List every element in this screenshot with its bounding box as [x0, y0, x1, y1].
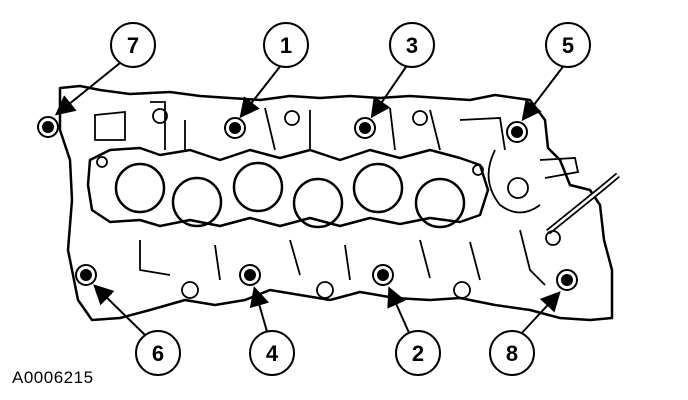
port-2	[171, 176, 223, 228]
bolt-3	[354, 117, 376, 139]
callouts: 7 1 3 5 6 4 2 8	[110, 22, 591, 376]
svg-text:6: 6	[152, 341, 164, 366]
port-4	[292, 177, 344, 229]
port-3	[232, 161, 284, 213]
svg-text:1: 1	[280, 33, 292, 58]
callout-2: 2	[395, 330, 441, 376]
callout-1: 1	[263, 22, 309, 68]
bolts	[37, 116, 578, 291]
bolt-6	[75, 264, 97, 286]
callout-7: 7	[110, 22, 156, 68]
callout-8: 8	[489, 330, 535, 376]
svg-text:2: 2	[412, 341, 424, 366]
port-1	[114, 162, 166, 214]
callout-3: 3	[389, 22, 435, 68]
manifold-body	[58, 84, 614, 322]
leader-lines	[54, 62, 566, 336]
bolt-4	[239, 264, 261, 286]
port-6	[414, 177, 466, 229]
bolt-8	[556, 269, 578, 291]
callout-4: 4	[249, 330, 295, 376]
intake-ports	[114, 161, 466, 229]
figure-id: A0006215	[12, 368, 94, 387]
port-5	[352, 162, 404, 214]
casting-details	[94, 101, 620, 299]
bolt-5	[506, 121, 528, 143]
bolt-1	[224, 117, 246, 139]
svg-text:7: 7	[127, 33, 139, 58]
svg-text:8: 8	[506, 341, 518, 366]
svg-text:4: 4	[266, 341, 279, 366]
svg-text:3: 3	[406, 33, 418, 58]
svg-text:5: 5	[562, 33, 574, 58]
callout-5: 5	[545, 22, 591, 68]
bolt-2	[372, 264, 394, 286]
bolt-7	[37, 116, 59, 138]
callout-6: 6	[135, 330, 181, 376]
